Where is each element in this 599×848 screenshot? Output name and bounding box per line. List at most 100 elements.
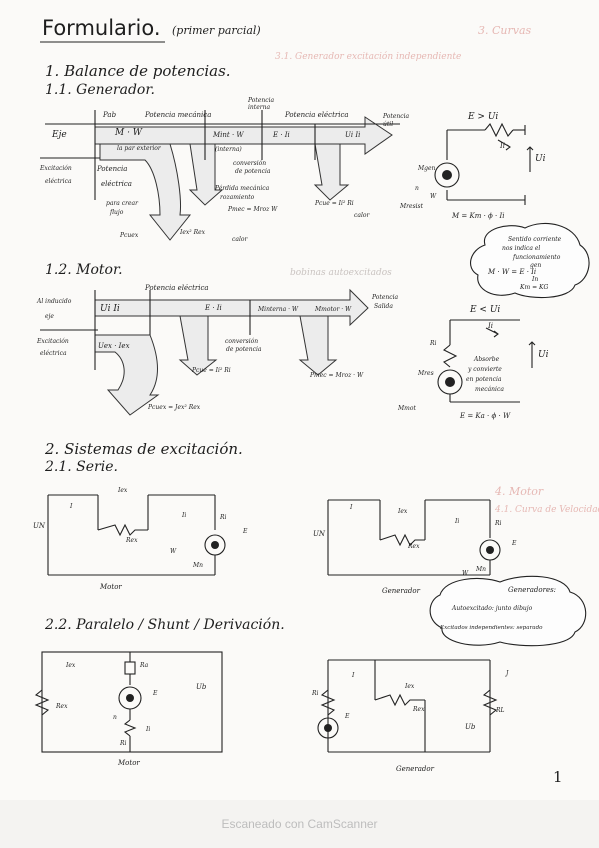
formula-pcue-motor: Pcue = Ii² Ri [192,367,231,374]
label-i-gen-serie: I [350,504,353,511]
formula-ei-motor: E · Ii [205,304,222,312]
label-ri-paralelo: Ri [120,740,127,747]
formula-mmotor: Mmotor · W [315,306,352,313]
label-potencia-salida: Potencia [372,294,399,301]
cloud-text: funcionamiento [513,254,561,261]
formula-m-km: M = Km · ϕ · Ii [452,212,505,220]
label-ub-paralelo: Ub [196,683,207,691]
generator-power-flow-diagram [40,110,590,299]
label-e-gen-paralelo: E [345,713,350,720]
label-generador-serie: Generador [382,587,420,595]
label-ri-gen-serie: Ri [495,520,502,527]
formula-ui: Ui Ii [345,131,361,139]
formula-minterna: Minterna · W [258,306,299,313]
section-heading: 2. Sistemas de excitación. [45,440,243,458]
subsection-heading: 2.1. Serie. [45,459,118,475]
label-rl-gen-paralelo: RL [496,707,505,714]
label-excitacion-motor: Excitación [37,338,69,345]
label-rex-serie: Rex [126,537,138,544]
page-subtitle: (primer parcial) [172,24,261,37]
formula-pmec: Pmec = Mroz W [228,206,278,213]
label-calor: calor [354,212,370,219]
cloud-line: Autoexcitado: junto dibujo [452,605,533,612]
cloud-text: gen [530,262,542,269]
formula-ei: E · Ii [273,131,290,139]
label-para-crear: para crear [106,200,138,207]
ghost-text: 4. Motor [495,485,544,498]
section-heading: 1. Balance de potencias. [45,62,231,80]
formula-uex: Uex · Iex [98,342,130,350]
label-w-serie: W [170,548,177,555]
label-absorbe-3: en potencia [466,376,502,383]
label-ii-serie: Ii [182,512,187,519]
formula-pcuex: Pcuex [120,232,139,239]
cloud-text: In [532,276,539,283]
label-mn-gen-serie: Mn [476,566,487,573]
label-excitacion-2: eléctrica [45,178,72,185]
label-ri-serie: Ri [220,514,227,521]
cloud-text: Sentido corriente [508,236,562,243]
formula-mint: Mint · W [213,131,244,139]
label-ui-motor: Ui [538,350,549,360]
label-ii-motor: Ii [488,322,494,330]
label-conversion-motor: conversión [225,338,259,345]
label-mmot: Mmot [398,405,416,412]
label-eje-motor: eje [45,313,54,320]
label-n: n [415,185,419,192]
label-electrica-motor: eléctrica [40,350,67,357]
cloud-line: Excitados independientes: separado [440,625,543,631]
label-ub-gen-paralelo: Ub [465,723,476,731]
label-potencia-interna: Potencia interna [248,97,275,111]
label-flujo: flujo [110,209,124,216]
ghost-text: bobinas autoexcitados [290,268,392,278]
label-interna: (interna) [215,146,242,153]
motor-power-flow-diagram [40,288,536,416]
formula-pcue: Pcue = Ii² Ri [315,200,354,207]
label-e-lt-ui: E < Ui [470,305,501,315]
label-conversion: conversión [233,160,267,167]
title-underline [40,41,165,43]
label-calor-2: calor [232,236,248,243]
parallel-excitation-diagrams [34,651,498,753]
label-iex-gen-paralelo: Iex [405,683,415,690]
label-w: W [430,193,437,200]
label-absorbe: Absorbe [474,356,500,363]
cloud-formula: Km = KG [520,284,549,291]
scanner-watermark: Escaneado con CamScanner [221,817,378,831]
label-iex-serie: Iex [118,487,128,494]
label-mn-serie: Mn [193,562,204,569]
page-number: 1 [553,768,563,786]
formula-pmec-motor: Pmec = Mroz · W [310,372,364,379]
label-mres: Mres [418,370,434,377]
label-generador-paralelo: Generador [396,765,434,773]
label-i-serie: I [70,503,73,510]
label-pab: Pab [103,111,117,119]
label-un-serie: UN [33,522,46,530]
formula-pcuex-motor: Pcuex = Jex² Rex [148,404,201,411]
label-electrica: eléctrica [101,180,132,188]
label-ra-paralelo: Ra [140,662,149,669]
label-perdida-mecanica: Pérdida mecánica [215,185,270,192]
label-un-gen-serie: UN [313,530,326,538]
label-motor-serie: Motor [100,583,122,591]
label-w-gen-serie: W [462,570,469,577]
label-absorbe-2: y convierte [468,366,502,373]
label-potencia-util: Potencia útil [383,113,410,128]
label-potencia-electrica-motor: Potencia eléctrica [145,284,209,292]
ghost-text: 4.1. Curva de Velocidad [495,505,599,515]
label-absorbe-4: mecánica [475,386,504,393]
cloud-text: nos indica el [502,245,541,252]
label-iex-paralelo: Iex [66,662,76,669]
subsection-heading: 1.1. Generador. [45,82,155,98]
label-salida: Salida [374,303,393,310]
label-e-gt-ui: E > Ui [468,112,499,122]
label-potencia-electrica: Potencia eléctrica [285,111,349,119]
label-eje: Eje [52,130,67,140]
label-ri-motor: Ri [430,340,437,347]
label-al-inducido: Al inducido [37,298,72,305]
label-e-serie: E [243,528,248,535]
label-ii-paralelo: Ii [146,726,151,733]
label-i-gen-paralelo: I [352,672,355,679]
cloud-title: Generadores: [508,586,557,594]
ghost-text: 3. Curvas [478,24,532,37]
